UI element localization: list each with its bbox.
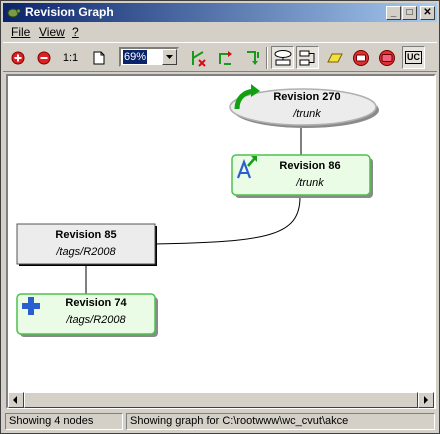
menu-view-label: View	[39, 25, 65, 39]
node-86-path: /trunk	[296, 177, 324, 189]
ellipse-nodes-icon	[274, 49, 291, 65]
node-85[interactable]	[16, 223, 156, 265]
branch-graph-icon	[191, 50, 206, 67]
node-86-title: Revision 86	[279, 160, 341, 172]
close-button[interactable]: ✕	[420, 6, 435, 20]
branch-view-button[interactable]	[186, 46, 209, 69]
menu-file[interactable]: File	[11, 25, 30, 39]
maximize-button[interactable]: □	[402, 6, 417, 20]
branch-arrows-icon	[218, 50, 232, 65]
chevron-down-icon[interactable]	[162, 49, 177, 65]
toolbar-separator	[266, 47, 268, 69]
node-74[interactable]	[16, 293, 156, 335]
node-86-label: Revision 86 /trunk	[260, 160, 360, 189]
node-74-label: Revision 74 /tags/R2008	[44, 297, 148, 326]
added-plus-icon	[22, 297, 40, 315]
scroll-left-button[interactable]	[8, 392, 24, 408]
highlight-marker-icon	[326, 53, 343, 62]
zoom-select-value: 69%	[123, 50, 148, 64]
edge-86-85	[153, 196, 301, 245]
tree-layout-icon	[299, 50, 314, 65]
title-bar: Revision Graph _ □ ✕	[3, 3, 437, 22]
filter-button[interactable]	[349, 46, 372, 69]
zoom-out-icon	[37, 51, 50, 64]
status-node-count: Showing 4 nodes	[5, 413, 123, 430]
zoom-in-icon	[11, 51, 24, 64]
fold-button[interactable]	[375, 46, 398, 69]
minimize-button[interactable]: _	[386, 6, 401, 20]
node-85-title: Revision 85	[55, 229, 117, 241]
fold-icon	[378, 49, 395, 66]
status-graph-path: Showing graph for C:\rootwww\wc_cvut\akc…	[126, 413, 435, 430]
scroll-thumb[interactable]	[24, 392, 418, 408]
uc-button[interactable]: UC	[402, 46, 425, 69]
node-270-path: /trunk	[293, 108, 321, 120]
node-86[interactable]	[231, 154, 371, 196]
turtle-app-icon	[7, 8, 21, 18]
menu-view[interactable]: View	[39, 25, 65, 39]
horizontal-scrollbar[interactable]	[8, 392, 434, 408]
uc-label: UC	[405, 51, 422, 64]
show-merges-button[interactable]	[241, 46, 264, 69]
graph-connections	[16, 84, 379, 337]
renamed-icon	[236, 156, 257, 179]
zoom-reset-label: 1:1	[62, 51, 79, 64]
merge-arrows-icon	[246, 50, 259, 65]
highlight-button[interactable]	[323, 46, 346, 69]
filter-icon	[352, 49, 369, 66]
page-icon	[93, 51, 104, 64]
node-74-title: Revision 74	[65, 297, 127, 309]
menu-help-label: ?	[72, 25, 79, 39]
node-270[interactable]	[229, 88, 377, 126]
chevron-right-icon	[424, 396, 428, 404]
node-85-path: /tags/R2008	[56, 246, 116, 258]
scroll-right-button[interactable]	[418, 392, 434, 408]
zoom-select[interactable]: 69%	[119, 47, 179, 67]
zoom-reset-button[interactable]: 1:1	[59, 46, 82, 69]
group-branches-button[interactable]	[214, 46, 237, 69]
window-title: Revision Graph	[25, 5, 114, 19]
node-270-title: Revision 270	[273, 91, 341, 103]
status-bar: Showing 4 nodes Showing graph for C:\roo…	[3, 411, 437, 431]
menu-help[interactable]: ?	[72, 25, 79, 39]
graph-canvas[interactable]: Revision 270 /trunk Revision 86 /trunk R…	[6, 74, 436, 409]
rounded-nodes-button[interactable]	[271, 46, 294, 69]
node-270-label: Revision 270 /trunk	[252, 91, 362, 120]
tree-layout-button[interactable]	[296, 46, 319, 69]
toolbar: 1:1 69%	[3, 42, 437, 72]
menu-file-label: File	[11, 25, 31, 39]
node-85-label: Revision 85 /tags/R2008	[36, 229, 136, 258]
node-74-path: /tags/R2008	[66, 314, 126, 326]
chevron-left-icon	[13, 396, 17, 404]
zoom-out-button[interactable]	[32, 46, 55, 69]
modified-arrow-icon	[234, 84, 260, 110]
menu-bar: File View ?	[3, 23, 437, 41]
new-page-button[interactable]	[87, 46, 110, 69]
zoom-in-button[interactable]	[6, 46, 29, 69]
